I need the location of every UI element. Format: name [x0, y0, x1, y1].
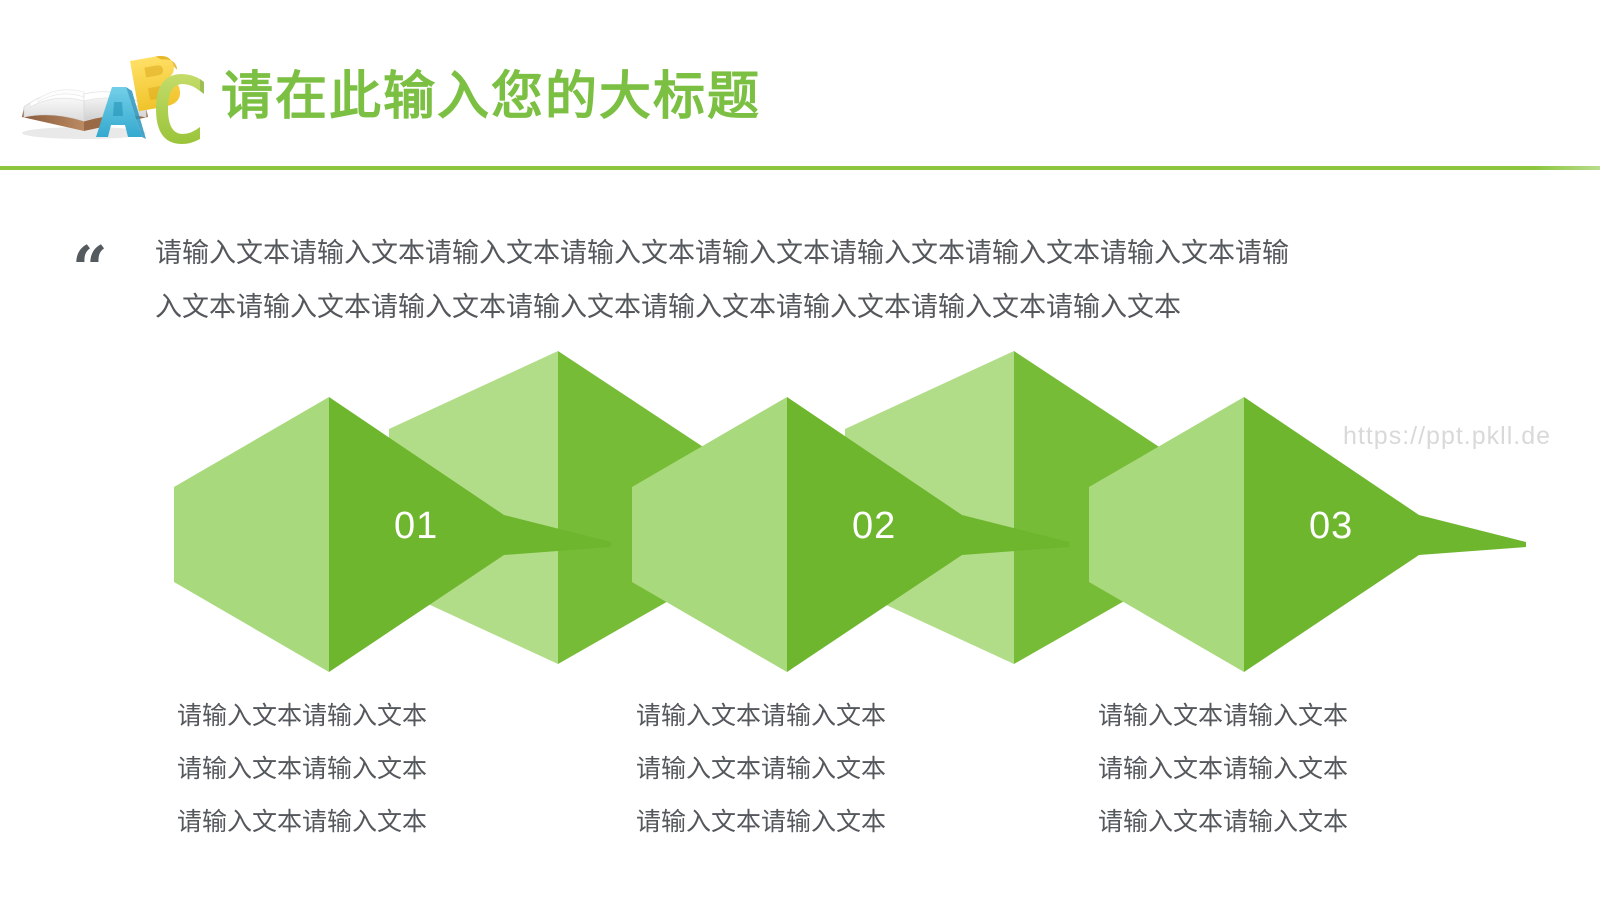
shape-number-02: 02	[852, 505, 897, 547]
caption-column-2: 请输入文本请输入文本 请输入文本请输入文本 请输入文本请输入文本	[636, 690, 1056, 849]
caption-line: 请输入文本请输入文本	[636, 755, 887, 783]
caption-line: 请输入文本请输入文本	[177, 808, 428, 836]
abc-book-logo	[12, 45, 208, 145]
caption-column-3: 请输入文本请输入文本 请输入文本请输入文本 请输入文本请输入文本	[1098, 690, 1518, 849]
shape-number-01: 01	[394, 505, 439, 547]
quote-line: 请输入文本请输入文本请输入文本请输入文本请输入文本请输入文本请输入文本请输入文本…	[155, 238, 1289, 268]
slide-header: 请在此输入您的大标题	[0, 0, 1600, 170]
quote-body-text: 请输入文本请输入文本请输入文本请输入文本请输入文本请输入文本请输入文本请输入文本…	[155, 226, 1400, 334]
quote-icon: “	[72, 232, 108, 305]
caption-column-1: 请输入文本请输入文本 请输入文本请输入文本 请输入文本请输入文本	[177, 690, 597, 849]
caption-line: 请输入文本请输入文本	[636, 808, 887, 836]
caption-line: 请输入文本请输入文本	[1098, 702, 1349, 730]
watermark-url: https://ppt.pkll.de	[1343, 422, 1552, 450]
quote-line: 入文本请输入文本请输入文本请输入文本请输入文本请输入文本请输入文本请输入文本	[155, 292, 1181, 322]
shape-number-03: 03	[1309, 505, 1354, 547]
caption-line: 请输入文本请输入文本	[636, 702, 887, 730]
caption-row: 请输入文本请输入文本 请输入文本请输入文本 请输入文本请输入文本 请输入文本请输…	[0, 690, 1600, 860]
shape-03[interactable]: 03	[1089, 397, 1526, 672]
caption-line: 请输入文本请输入文本	[177, 755, 428, 783]
shape-01[interactable]: 01	[174, 397, 611, 672]
header-divider	[0, 166, 1600, 170]
caption-line: 请输入文本请输入文本	[177, 702, 428, 730]
shape-02[interactable]: 02	[632, 397, 1069, 672]
caption-line: 请输入文本请输入文本	[1098, 808, 1349, 836]
hexagon-process-diagram: 01 02 03	[0, 340, 1600, 680]
page-title: 请在此输入您的大标题	[221, 68, 762, 126]
caption-line: 请输入文本请输入文本	[1098, 755, 1349, 783]
